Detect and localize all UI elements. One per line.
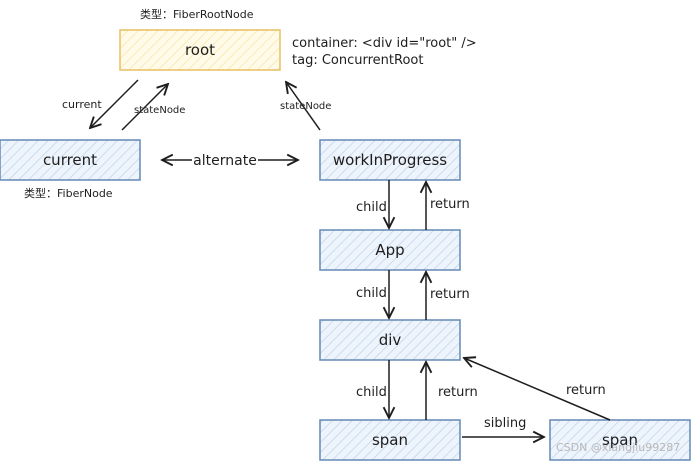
node-span-2-label: span [602,431,638,449]
node-work-in-progress: workInProgress [319,139,461,181]
edge-label-sibling: sibling [484,416,526,431]
node-span-2: span [549,419,691,461]
edge-label-alternate: alternate [193,153,257,169]
root-type-annotation: 类型：FiberRootNode [140,7,254,21]
edge-root-current [90,79,139,128]
node-wip-label: workInProgress [333,151,447,169]
edge-label-return-3: return [438,385,478,400]
edge-label-child-2: child [356,286,387,301]
node-app: App [319,229,461,271]
node-root-label: root [185,41,215,59]
node-root: root [119,29,281,71]
node-app-label: App [375,241,404,259]
node-div: div [319,319,461,361]
edge-label-return-2: return [430,287,470,302]
edge-wip-root-statenode [286,82,321,131]
root-container-annotation: container: <div id="root" /> [292,36,477,51]
edge-current-root-statenode [121,84,168,131]
root-tag-annotation: tag: ConcurrentRoot [292,53,423,68]
edge-label-alternate-bg [192,151,258,168]
node-current: current [0,139,141,181]
edge-label-child-3: child [356,385,387,400]
node-span-1: span [319,419,461,461]
csdn-watermark: CSDN @xiangjiu99287 [556,441,680,454]
edge-label-return-1: return [430,197,470,212]
node-span-1-label: span [372,431,408,449]
node-current-label: current [43,151,97,169]
node-div-label: div [379,331,402,349]
edge-label-child-1: child [356,200,387,215]
edge-label-current: current [62,98,102,111]
edge-label-statenode-right: stateNode [280,101,331,112]
current-type-annotation: 类型：FiberNode [24,186,113,200]
edge-label-return-4: return [566,383,606,398]
edge-label-statenode-left: stateNode [134,105,185,116]
edge-return-span2-div [464,358,611,421]
